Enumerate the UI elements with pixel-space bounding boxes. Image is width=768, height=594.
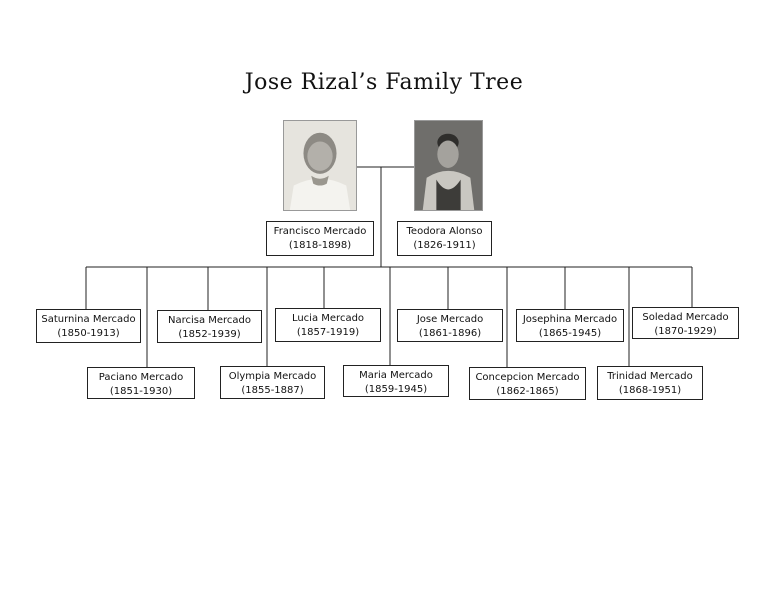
child-name: Trinidad Mercado bbox=[607, 371, 693, 382]
child-box: Soledad Mercado (1870-1929) bbox=[632, 307, 739, 339]
child-years: (1861-1896) bbox=[418, 328, 482, 339]
child-name: Olympia Mercado bbox=[228, 371, 317, 382]
child-name: Paciano Mercado bbox=[98, 372, 184, 383]
child-years: (1852-1939) bbox=[178, 329, 241, 340]
child-box: Concepcion Mercado (1862-1865) bbox=[469, 367, 586, 400]
child-box: Jose Mercado (1861-1896) bbox=[397, 309, 503, 342]
child-years: (1870-1929) bbox=[654, 326, 717, 337]
child-name: Jose Mercado bbox=[416, 314, 484, 325]
child-years: (1862-1865) bbox=[496, 386, 559, 397]
mother-photo bbox=[414, 120, 483, 211]
page-title: Jose Rizal’s Family Tree bbox=[244, 70, 524, 95]
child-years: (1855-1887) bbox=[241, 385, 304, 396]
child-box: Lucia Mercado (1857-1919) bbox=[275, 308, 381, 342]
child-years: (1865-1945) bbox=[538, 328, 602, 339]
child-box: Josephina Mercado (1865-1945) bbox=[516, 309, 624, 342]
child-name: Concepcion Mercado bbox=[475, 372, 580, 383]
child-name: Lucia Mercado bbox=[291, 313, 365, 324]
child-box: Paciano Mercado (1851-1930) bbox=[87, 367, 195, 399]
child-box: Maria Mercado (1859-1945) bbox=[343, 365, 449, 397]
child-name: Josephina Mercado bbox=[522, 314, 618, 325]
child-box: Olympia Mercado (1855-1887) bbox=[220, 366, 325, 399]
child-name: Maria Mercado bbox=[359, 370, 433, 381]
mother-years: (1826-1911) bbox=[413, 240, 476, 251]
portrait-photo-icon bbox=[415, 121, 482, 210]
child-box: Narcisa Mercado (1852-1939) bbox=[157, 310, 262, 343]
child-name: Narcisa Mercado bbox=[167, 315, 252, 326]
father-name: Francisco Mercado bbox=[273, 226, 367, 237]
mother-name: Teodora Alonso bbox=[406, 226, 483, 237]
mother-box: Teodora Alonso (1826-1911) bbox=[397, 221, 492, 256]
child-years: (1857-1919) bbox=[296, 327, 360, 338]
child-years: (1850-1913) bbox=[57, 328, 120, 339]
father-years: (1818-1898) bbox=[288, 240, 352, 251]
child-years: (1868-1951) bbox=[618, 385, 682, 396]
child-box: Saturnina Mercado (1850-1913) bbox=[36, 309, 141, 343]
child-name: Saturnina Mercado bbox=[41, 314, 136, 325]
father-box: Francisco Mercado (1818-1898) bbox=[266, 221, 374, 256]
child-years: (1859-1945) bbox=[364, 384, 428, 395]
child-years: (1851-1930) bbox=[109, 386, 173, 397]
father-photo bbox=[283, 120, 357, 211]
portrait-photo-icon bbox=[284, 121, 356, 210]
child-name: Soledad Mercado bbox=[642, 312, 729, 323]
child-box: Trinidad Mercado (1868-1951) bbox=[597, 366, 703, 400]
